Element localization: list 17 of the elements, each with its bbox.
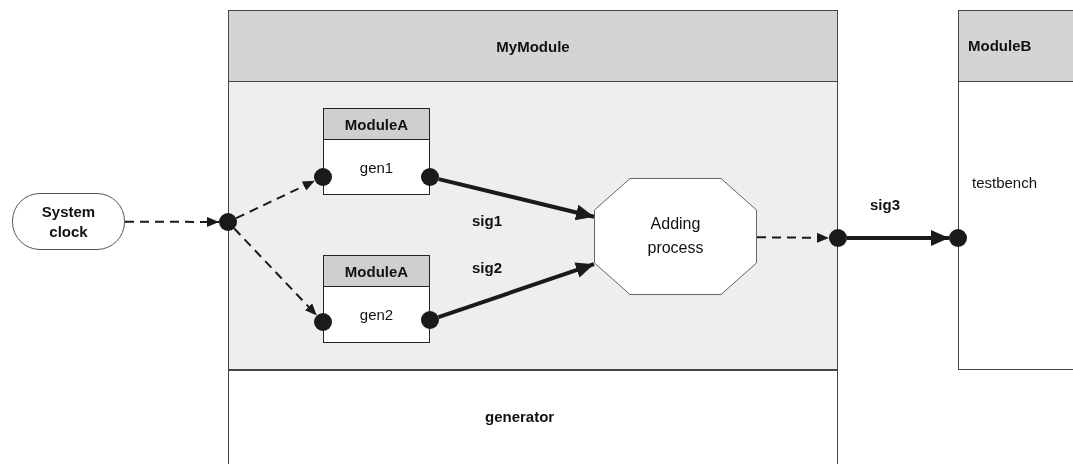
module-section-label: generator [485,408,555,425]
instance-name-label: gen1 [359,158,394,176]
edge-label: sig2 [472,259,502,276]
module-title: MyModule [496,37,570,55]
edge-label: sig3 [870,196,900,213]
module-section-label: testbench [972,174,1038,191]
port-dot [219,213,237,231]
terminator-shape [12,193,125,250]
module-title: ModuleB [968,37,1032,54]
port-dot [949,229,967,247]
port-dot [829,229,847,247]
instance-type-label: ModuleA [344,262,409,280]
instance-name-label: gen2 [359,306,394,323]
node-label: System clock [40,201,97,242]
instance-type-label: ModuleA [344,115,409,133]
edge-label: sig1 [472,212,502,229]
node-label: Adding process [646,214,705,258]
